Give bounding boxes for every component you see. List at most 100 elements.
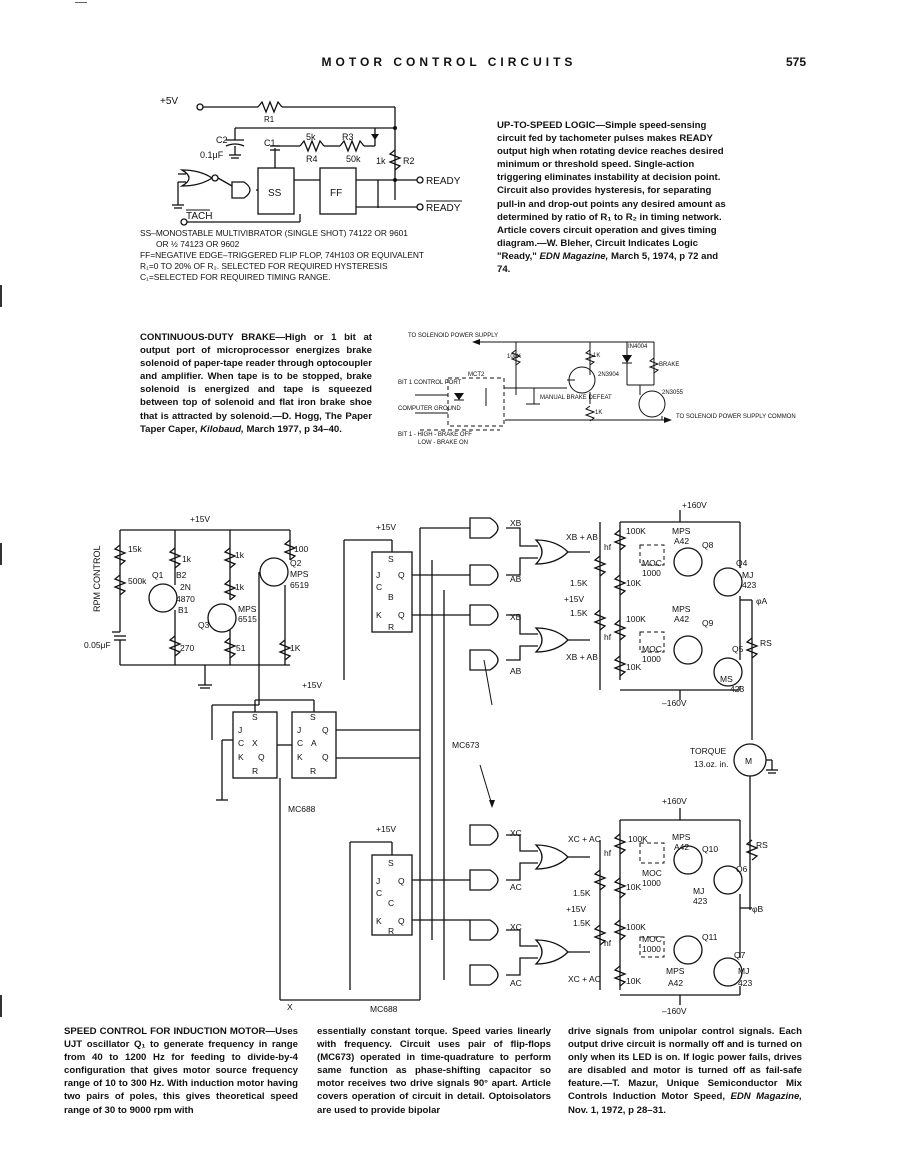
legend-line: SS–MONOSTABLE MULTIVIBRATOR (SINGLE SHOT… bbox=[140, 228, 408, 238]
ff-pin: Q bbox=[322, 725, 329, 735]
rs-label: RS bbox=[756, 840, 768, 850]
supply-15v: +15V bbox=[564, 594, 584, 604]
mc673-label: MC673 bbox=[452, 740, 480, 750]
moc-number: 1000 bbox=[642, 568, 661, 578]
r100-label: 100 bbox=[294, 544, 308, 554]
rs-label: RS bbox=[760, 638, 772, 648]
c1-label: C1 bbox=[264, 138, 276, 148]
hf-label: hf bbox=[604, 542, 612, 552]
r1-5k-label: 1.5K bbox=[570, 578, 588, 588]
supply-160v: +160V bbox=[662, 796, 687, 806]
x-bar-label: X bbox=[287, 1002, 293, 1012]
r1k-label: 1k bbox=[235, 550, 245, 560]
mc688-label: MC688 bbox=[288, 804, 316, 814]
transistor-number: 423 bbox=[742, 580, 756, 590]
supply-minus-160v: –160V bbox=[662, 1006, 687, 1016]
moc-label: MOC bbox=[642, 868, 662, 878]
capacitor-label: 0.05μF bbox=[84, 640, 111, 650]
caption-body: drive signals from unipolar control sign… bbox=[568, 1026, 802, 1103]
caption-source: EDN Magazine, bbox=[730, 1091, 802, 1103]
q5-label: Q5 bbox=[732, 644, 744, 654]
r100k-label: 100K bbox=[626, 526, 646, 536]
r270-label: 270 bbox=[180, 643, 194, 653]
q1-type: 2N bbox=[180, 582, 191, 592]
a42-label: A42 bbox=[674, 842, 689, 852]
mc688-label: MC688 bbox=[370, 1004, 398, 1014]
transistor-number: 423 bbox=[730, 684, 744, 694]
r3-value: 50k bbox=[346, 154, 361, 164]
caption-body: —Simple speed-sensing circuit fed by tac… bbox=[497, 120, 726, 262]
speed-caption-col3: drive signals from unipolar control sign… bbox=[568, 1025, 802, 1117]
r10k-label: 10K bbox=[626, 662, 641, 672]
brake-label: BRAKE bbox=[659, 362, 679, 368]
mj-label: MJ bbox=[693, 886, 704, 896]
ff-pin: Q bbox=[398, 916, 405, 926]
supply-minus-160v: –160V bbox=[662, 698, 687, 708]
r1k-label: 1K bbox=[593, 353, 600, 359]
supply-160v: +160V bbox=[682, 500, 707, 510]
q9-label: Q9 bbox=[702, 618, 714, 628]
mj-label: MJ bbox=[742, 570, 753, 580]
caption-heading: CONTINUOUS-DUTY BRAKE bbox=[140, 332, 276, 343]
r1k-label: 1k bbox=[235, 582, 245, 592]
torque-label: TORQUE bbox=[690, 746, 727, 756]
q3-label: Q3 bbox=[198, 620, 210, 630]
q7-label: Q7 bbox=[734, 950, 746, 960]
moc-number: 1000 bbox=[642, 944, 661, 954]
mps-label: MPS bbox=[672, 526, 691, 536]
up-to-speed-caption: UP-TO-SPEED LOGIC—Simple speed-sensing c… bbox=[497, 119, 733, 276]
transistor-number: 423 bbox=[738, 978, 752, 988]
computer-ground-label: COMPUTER GROUND bbox=[398, 406, 461, 412]
r1-label: R1 bbox=[264, 115, 275, 124]
up-to-speed-legend: SS–MONOSTABLE MULTIVIBRATOR (SINGLE SHOT… bbox=[140, 228, 490, 283]
q4-label: Q4 bbox=[736, 558, 748, 568]
r100k-label: 100K bbox=[507, 354, 521, 360]
ff-pin: B bbox=[388, 592, 394, 602]
gate-label: XC bbox=[510, 828, 522, 838]
q2n3904-label: 2N3904 bbox=[598, 372, 620, 378]
caption-heading: UP-TO-SPEED LOGIC bbox=[497, 120, 596, 131]
phase-a-label: φA bbox=[756, 596, 768, 606]
hf-label: hf bbox=[604, 848, 612, 858]
q10-label: Q10 bbox=[702, 844, 718, 854]
q8-label: Q8 bbox=[702, 540, 714, 550]
caption-heading: SPEED CONTROL FOR INDUCTION MOTOR bbox=[64, 1026, 266, 1037]
supply-15v: +15V bbox=[376, 522, 396, 532]
gate-label: AC bbox=[510, 882, 522, 892]
r1-5k-label: 1.5K bbox=[573, 918, 591, 928]
ff-pin: Q bbox=[398, 570, 405, 580]
ff-pin: A bbox=[311, 738, 317, 748]
transistor-number: 6519 bbox=[290, 580, 309, 590]
moc-number: 1000 bbox=[642, 654, 661, 664]
ff-pin: C bbox=[297, 738, 303, 748]
margin-mark bbox=[0, 285, 2, 307]
phase-b-label: φB bbox=[752, 904, 764, 914]
r1-5k-label: 1.5K bbox=[573, 888, 591, 898]
ff-pin: Q bbox=[258, 752, 265, 762]
a42-label: A42 bbox=[668, 978, 683, 988]
r1-5k-label: 1.5K bbox=[570, 608, 588, 618]
moc-label: MOC bbox=[642, 934, 662, 944]
ff-pin: S bbox=[310, 712, 316, 722]
rpm-control-label: RPM CONTROL bbox=[92, 545, 102, 612]
caption-source: Kilobaud, bbox=[200, 423, 244, 435]
in4004-label: IN4004 bbox=[628, 344, 648, 350]
margin-mark bbox=[0, 543, 2, 565]
ff-pin: S bbox=[388, 554, 394, 564]
r15k-label: 15k bbox=[128, 544, 142, 554]
caption-tail: March 1977, p 34–40. bbox=[246, 423, 342, 435]
ss-label: SS bbox=[268, 188, 282, 199]
q2-label: Q2 bbox=[290, 558, 302, 568]
bit-note-high: BIT 1 - HIGH - BRAKE OFF bbox=[398, 432, 472, 438]
manual-defeat-label: MANUAL BRAKE DEFEAT bbox=[540, 395, 612, 401]
c2-value: 0.1μF bbox=[200, 150, 224, 160]
gate-label: XC bbox=[510, 922, 522, 932]
gate-label: XB + AB bbox=[566, 652, 598, 662]
torque-value: 13.oz. in. bbox=[694, 759, 729, 769]
b2-label: B2 bbox=[176, 570, 187, 580]
caption-source: EDN Magazine, bbox=[539, 250, 609, 262]
ff-pin: R bbox=[310, 766, 316, 776]
r1k-label: 1k bbox=[182, 554, 192, 564]
